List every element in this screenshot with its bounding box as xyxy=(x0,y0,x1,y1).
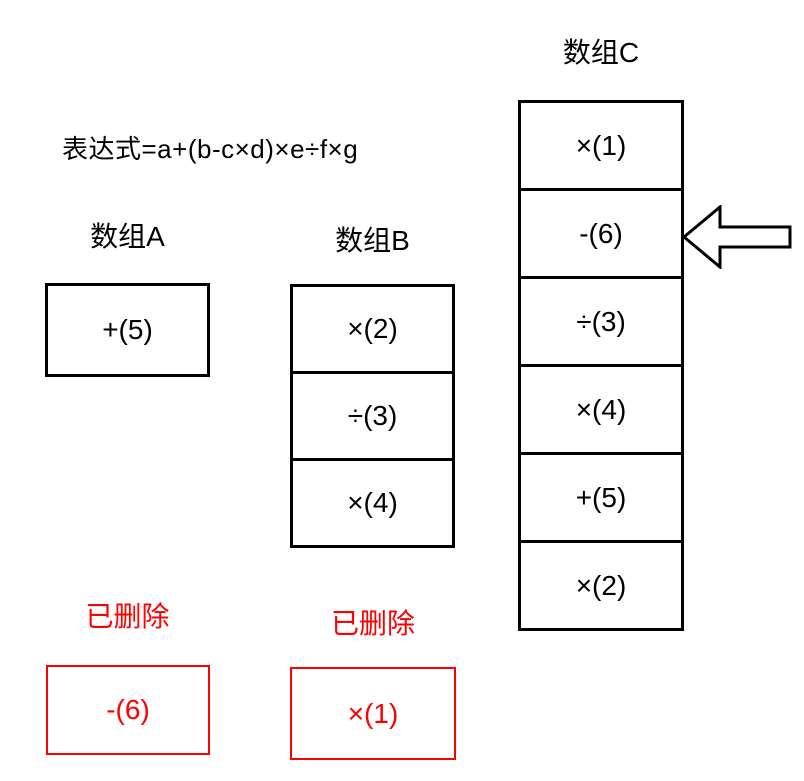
deleted-a: -(6) xyxy=(46,665,210,755)
array-a-title: 数组A xyxy=(90,221,165,252)
array-c-cell: ÷(3) xyxy=(518,276,684,367)
deleted-b: ×(1) xyxy=(290,667,456,760)
array-c-cell: ×(4) xyxy=(518,364,684,455)
deleted-b-label: 已删除 xyxy=(330,608,415,639)
deleted-a-cell: -(6) xyxy=(46,665,210,755)
deleted-a-label: 已删除 xyxy=(85,601,170,632)
left-block-arrow-icon xyxy=(682,205,794,269)
deleted-b-cell: ×(1) xyxy=(290,667,456,760)
array-b-cell: ÷(3) xyxy=(290,371,455,461)
array-c-title: 数组C xyxy=(562,37,640,68)
array-b: ×(2) ÷(3) ×(4) xyxy=(290,284,455,548)
array-c-cell: +(5) xyxy=(518,452,684,543)
array-b-title: 数组B xyxy=(335,225,410,256)
array-b-cell: ×(4) xyxy=(290,458,455,548)
array-a-cell: +(5) xyxy=(45,283,210,377)
expression-text: 表达式=a+(b-c×d)×e÷f×g xyxy=(62,134,359,164)
array-c-cell: ×(1) xyxy=(518,100,684,191)
array-c-cell: ×(2) xyxy=(518,540,684,631)
array-b-cell: ×(2) xyxy=(290,284,455,374)
array-c: ×(1) -(6) ÷(3) ×(4) +(5) ×(2) xyxy=(518,100,684,631)
array-c-cell: -(6) xyxy=(518,188,684,279)
array-a: +(5) xyxy=(45,283,210,377)
